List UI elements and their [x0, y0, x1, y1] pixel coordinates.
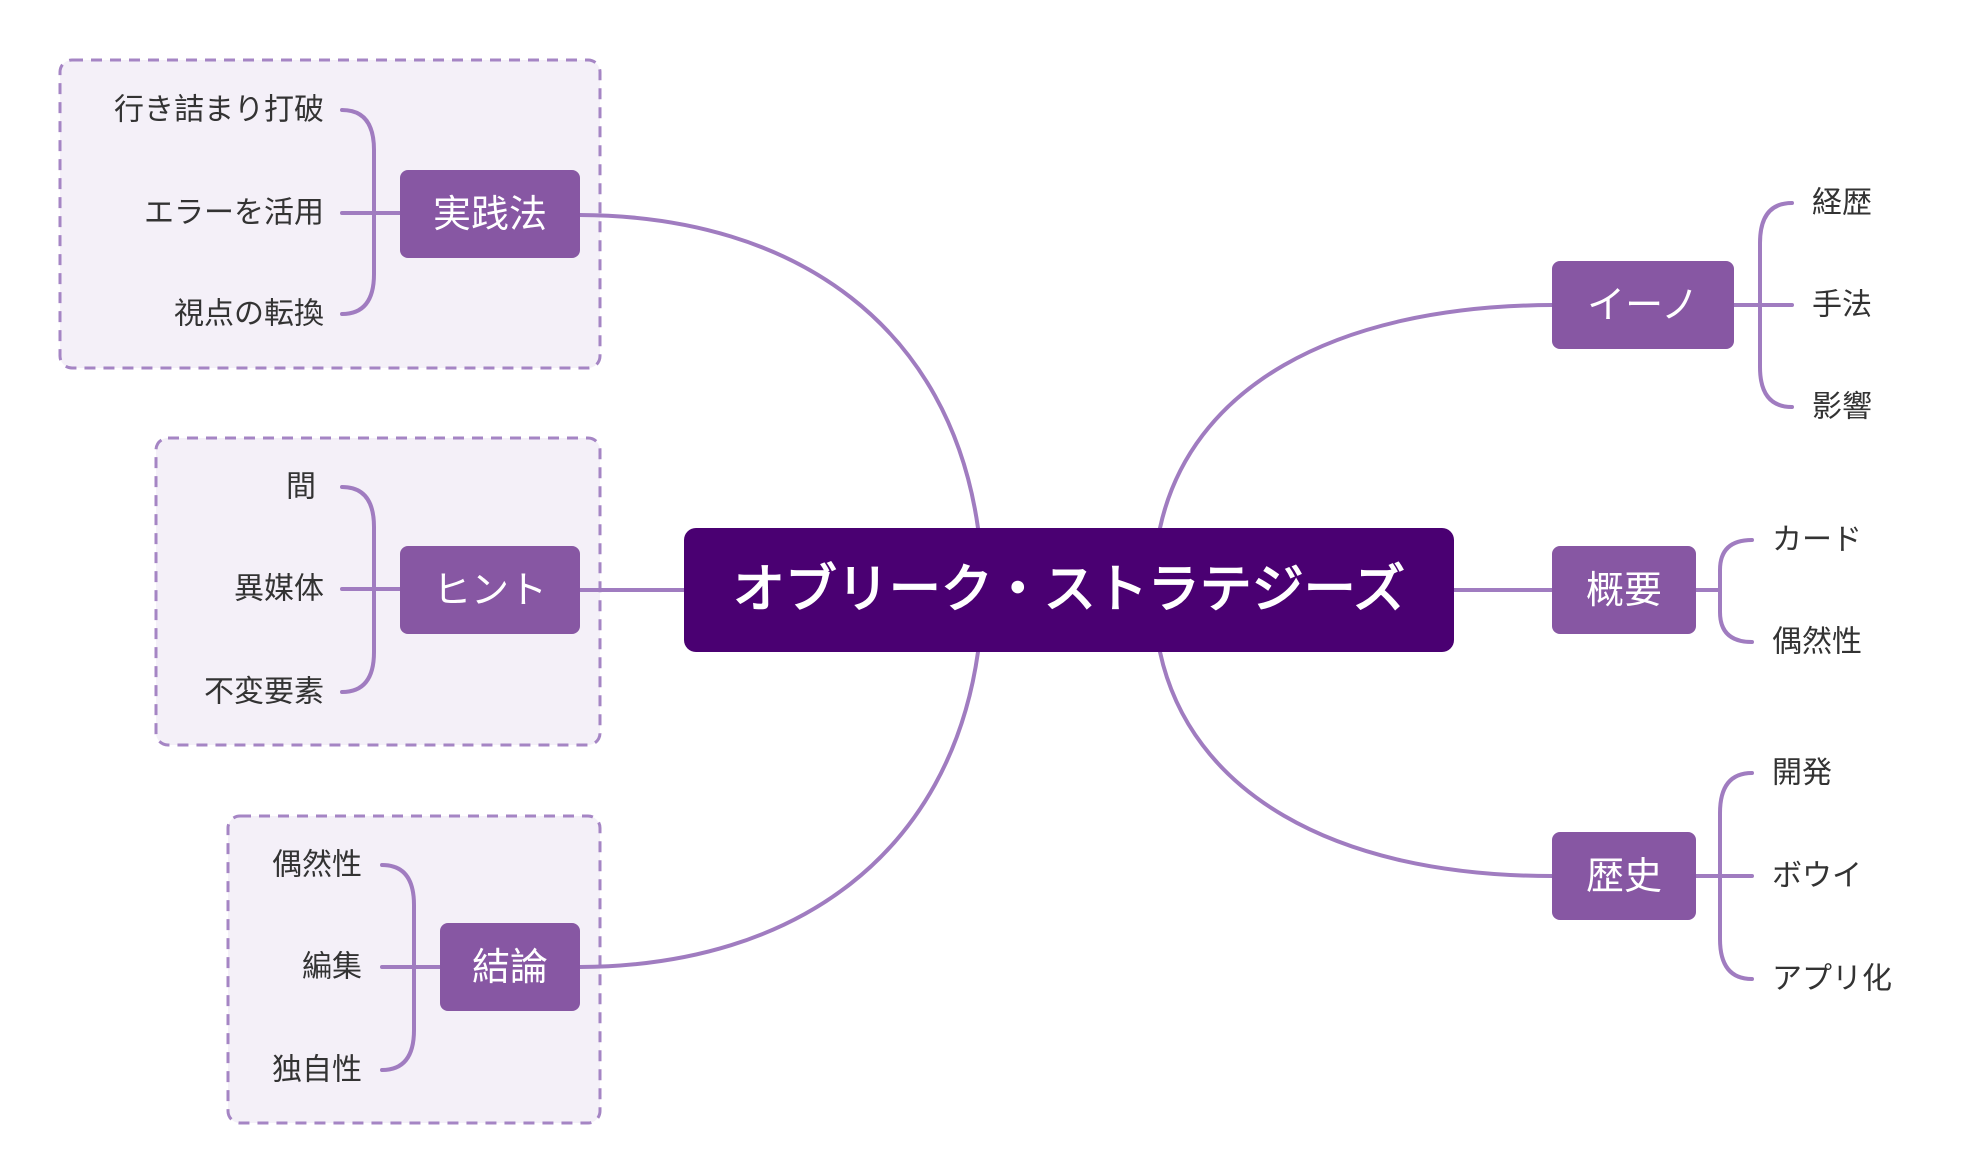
branch-node-hints-label: ヒント [433, 568, 547, 612]
branch-node-practice-label: 実践法 [433, 192, 547, 236]
leaf-conclusion-2[interactable]: 編集 [302, 950, 362, 985]
leaf-eno-3[interactable]: 影響 [1812, 390, 1872, 425]
leaf-practice-1[interactable]: 行き詰まり打破 [114, 93, 324, 128]
leaf-hints-3[interactable]: 不変要素 [204, 675, 324, 710]
branch-node-overview[interactable]: 概要 [1552, 546, 1696, 634]
branch-node-eno-label: イーノ [1587, 283, 1699, 327]
leaf-conclusion-3[interactable]: 独自性 [272, 1053, 362, 1088]
edge-root-conclusion [578, 650, 980, 969]
branch-node-hints[interactable]: ヒント [400, 546, 580, 634]
branch-node-history-label: 歴史 [1586, 854, 1662, 898]
root-node-label: オブリーク・ストラテジーズ [733, 560, 1405, 620]
branch-node-eno-box [1552, 261, 1734, 349]
leaf-conclusion-1[interactable]: 偶然性 [272, 848, 362, 883]
branch-node-practice-box [400, 170, 580, 258]
branch-node-overview-box [1552, 546, 1696, 634]
edge-root-practice [578, 213, 980, 530]
branch-node-conclusion[interactable]: 結論 [440, 923, 580, 1011]
leaf-overview-2[interactable]: 偶然性 [1772, 625, 1862, 660]
leaf-history-3[interactable]: アプリ化 [1772, 962, 1892, 997]
branch-node-practice[interactable]: 実践法 [400, 170, 580, 258]
bracket-overview [1718, 538, 1754, 644]
leaf-hints-2[interactable]: 異媒体 [234, 572, 324, 607]
branch-node-conclusion-box [440, 923, 580, 1011]
group-frame-practice [58, 58, 602, 370]
leaf-history-2[interactable]: ボウイ [1772, 859, 1862, 894]
root-node-box [684, 528, 1454, 652]
branch-node-hints-box [400, 546, 580, 634]
leaf-practice-2[interactable]: エラーを活用 [144, 196, 324, 231]
leaf-hints-1[interactable]: 間 [286, 470, 316, 505]
root-node[interactable]: オブリーク・ストラテジーズ [684, 528, 1454, 652]
edge-root-eno [1158, 303, 1554, 530]
branch-node-history[interactable]: 歴史 [1552, 832, 1696, 920]
leaf-history-1[interactable]: 開発 [1772, 756, 1832, 791]
branch-node-overview-label: 概要 [1586, 568, 1662, 612]
leaf-eno-1[interactable]: 経歴 [1812, 186, 1872, 221]
leaf-practice-3[interactable]: 視点の転換 [174, 297, 324, 332]
leaf-overview-1[interactable]: カード [1772, 523, 1862, 558]
branch-node-history-box [1552, 832, 1696, 920]
branch-node-conclusion-label: 結論 [472, 945, 548, 989]
edge-root-history [1158, 650, 1554, 878]
branch-node-eno[interactable]: イーノ [1552, 261, 1734, 349]
leaf-eno-2[interactable]: 手法 [1812, 288, 1872, 323]
